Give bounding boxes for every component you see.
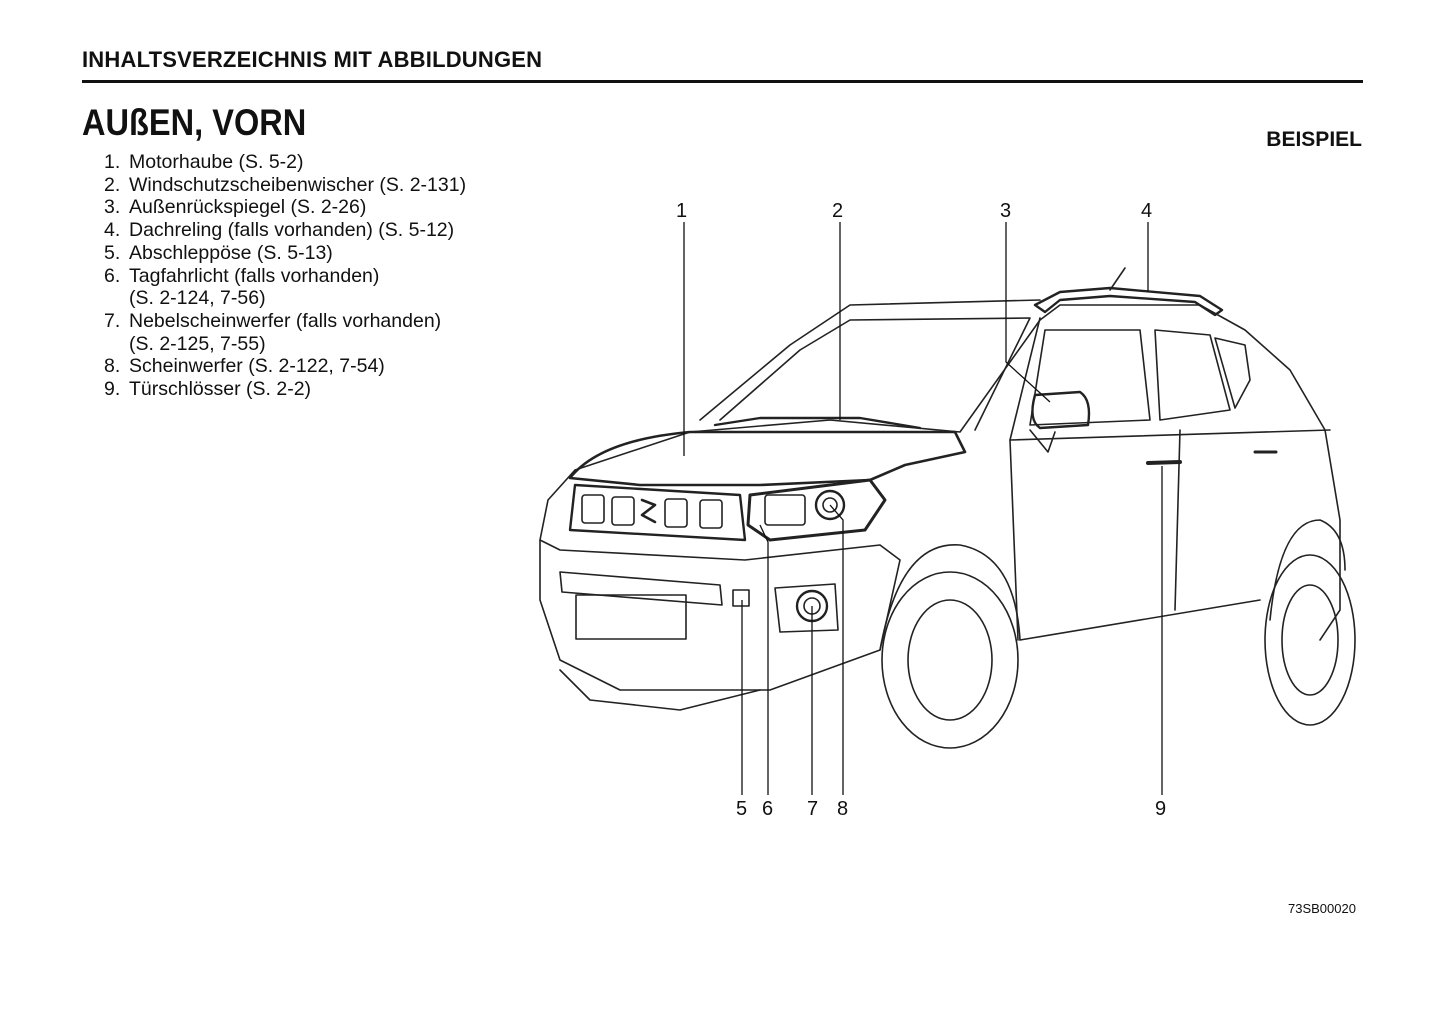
list-item: 2. Windschutzscheibenwischer (S. 2-131): [104, 174, 466, 197]
list-item: 8. Scheinwerfer (S. 2-122, 7-54): [104, 355, 466, 378]
callout-8: 8: [837, 798, 848, 820]
section-header: INHALTSVERZEICHNIS MIT ABBILDUNGEN: [82, 47, 543, 72]
callout-4: 4: [1141, 200, 1152, 222]
item-number: 2.: [104, 173, 121, 196]
car-drawing: [539, 267, 1356, 749]
callout-2: 2: [832, 200, 843, 222]
item-text: Türschlösser (S. 2-2): [129, 378, 312, 401]
callout-7: 7: [807, 798, 818, 820]
list-item: 1. Motorhaube (S. 5-2): [104, 151, 466, 174]
item-number: 4.: [104, 219, 121, 242]
callout-3: 3: [1000, 200, 1011, 222]
list-item-continuation: (S. 2-125, 7-55): [129, 332, 266, 355]
header-rule: [82, 80, 1363, 83]
leader-lines: [683, 222, 1163, 795]
item-text: Dachreling (falls vorhanden) (S. 5-12): [129, 219, 455, 242]
list-item-continuation: (S. 2-124, 7-56): [129, 287, 266, 310]
item-number: 6.: [104, 264, 121, 287]
item-text: Nebelscheinwerfer (falls vorhanden): [129, 309, 442, 332]
item-text: Motorhaube (S. 5-2): [129, 151, 304, 173]
page-title: AUßEN, VORN: [82, 102, 307, 143]
item-number: 3.: [104, 196, 121, 219]
parts-list: 1. Motorhaube (S. 5-2) 2. Windschutzscheib…: [104, 151, 466, 401]
callout-6: 6: [762, 798, 773, 820]
item-number: 5.: [104, 241, 121, 264]
callout-1: 1: [676, 200, 687, 222]
item-number: 7.: [104, 309, 121, 332]
item-text: Außenrückspiegel (S. 2-26): [129, 196, 367, 219]
list-item: 5. Abschleppöse (S. 5-13): [104, 242, 466, 265]
item-number: 1.: [104, 151, 121, 173]
example-label: BEISPIEL: [1266, 128, 1362, 151]
item-text: Abschleppöse (S. 5-13): [129, 241, 333, 264]
figure-code: 73SB00020: [1288, 901, 1356, 916]
item-text: Scheinwerfer (S. 2-122, 7-54): [129, 355, 385, 378]
list-item: 9. Türschlösser (S. 2-2): [104, 378, 466, 401]
callout-5: 5: [736, 798, 747, 820]
list-item: 3. Außenrückspiegel (S. 2-26): [104, 196, 466, 219]
item-number: 9.: [104, 378, 121, 401]
list-item: 4. Dachreling (falls vorhanden) (S. 5-12): [104, 219, 466, 242]
list-item: 7. Nebelscheinwerfer (falls vorhanden): [104, 310, 466, 333]
item-text: Tagfahrlicht (falls vorhanden): [129, 264, 380, 287]
item-number: 8.: [104, 355, 121, 378]
item-text: Windschutzscheibenwischer (S. 2-131): [129, 173, 467, 196]
list-item: 6. Tagfahrlicht (falls vorhanden): [104, 265, 466, 288]
callout-9: 9: [1155, 798, 1166, 820]
